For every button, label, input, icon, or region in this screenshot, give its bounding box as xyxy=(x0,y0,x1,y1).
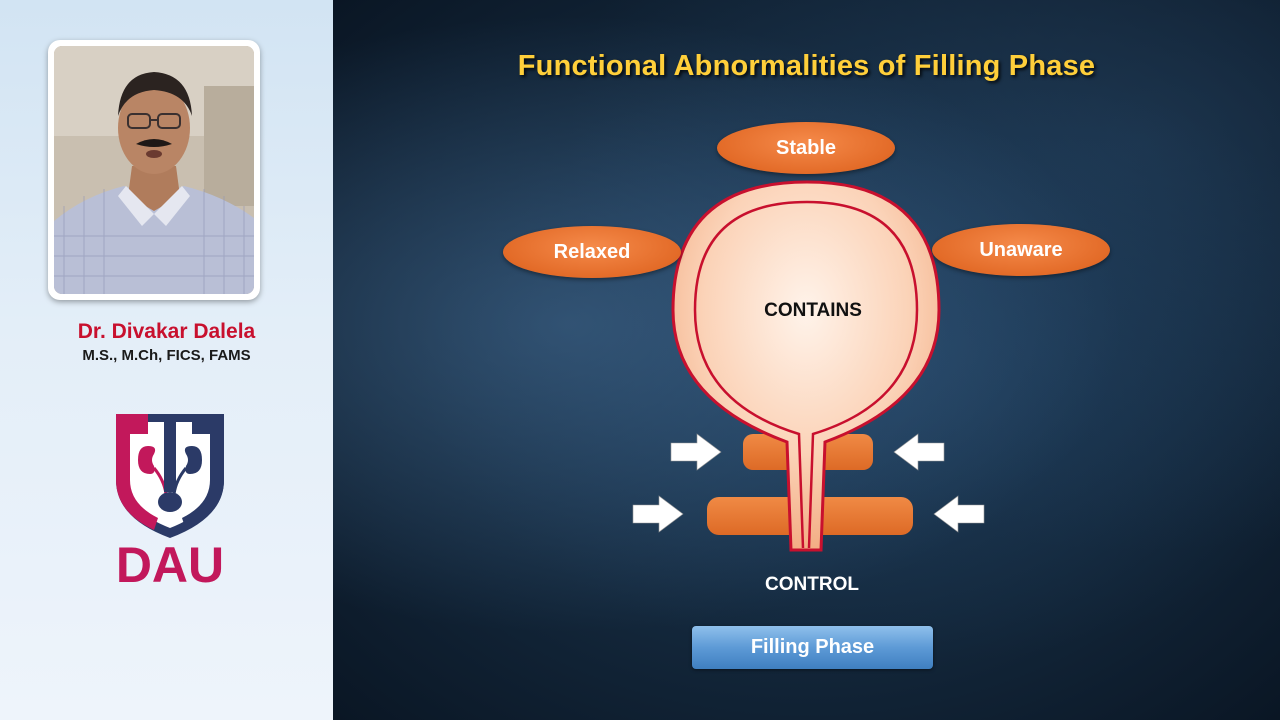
sphincter-label: CONTROL xyxy=(712,574,912,596)
presenter-panel: Dr. Divakar Dalela M.S., M.Ch, FICS, FAM… xyxy=(0,0,333,720)
bladder-label: CONTAINS xyxy=(713,300,913,322)
dau-logo-text: DAU xyxy=(116,537,224,590)
presenter-photo-frame xyxy=(48,40,260,300)
bladder-diagram xyxy=(333,0,1280,720)
presenter-photo xyxy=(54,46,254,294)
arrow-right-icon xyxy=(633,496,683,532)
presenter-photo-illustration xyxy=(54,46,254,294)
phase-label-box: Filling Phase xyxy=(692,626,933,669)
arrow-left-icon xyxy=(894,434,944,470)
arrow-left-icon xyxy=(934,496,984,532)
presenter-name: Dr. Divakar Dalela xyxy=(0,320,333,344)
dau-logo-emblem: DAU xyxy=(108,410,232,590)
presenter-degrees: M.S., M.Ch, FICS, FAMS xyxy=(0,347,333,364)
oval-relaxed: Relaxed xyxy=(503,226,681,278)
slide: Functional Abnormalities of Filling Phas… xyxy=(333,0,1280,720)
bladder-outer xyxy=(673,182,939,550)
arrow-right-icon xyxy=(671,434,721,470)
oval-stable: Stable xyxy=(717,122,895,174)
oval-unaware: Unaware xyxy=(932,224,1110,276)
dau-logo: DAU xyxy=(108,410,232,590)
